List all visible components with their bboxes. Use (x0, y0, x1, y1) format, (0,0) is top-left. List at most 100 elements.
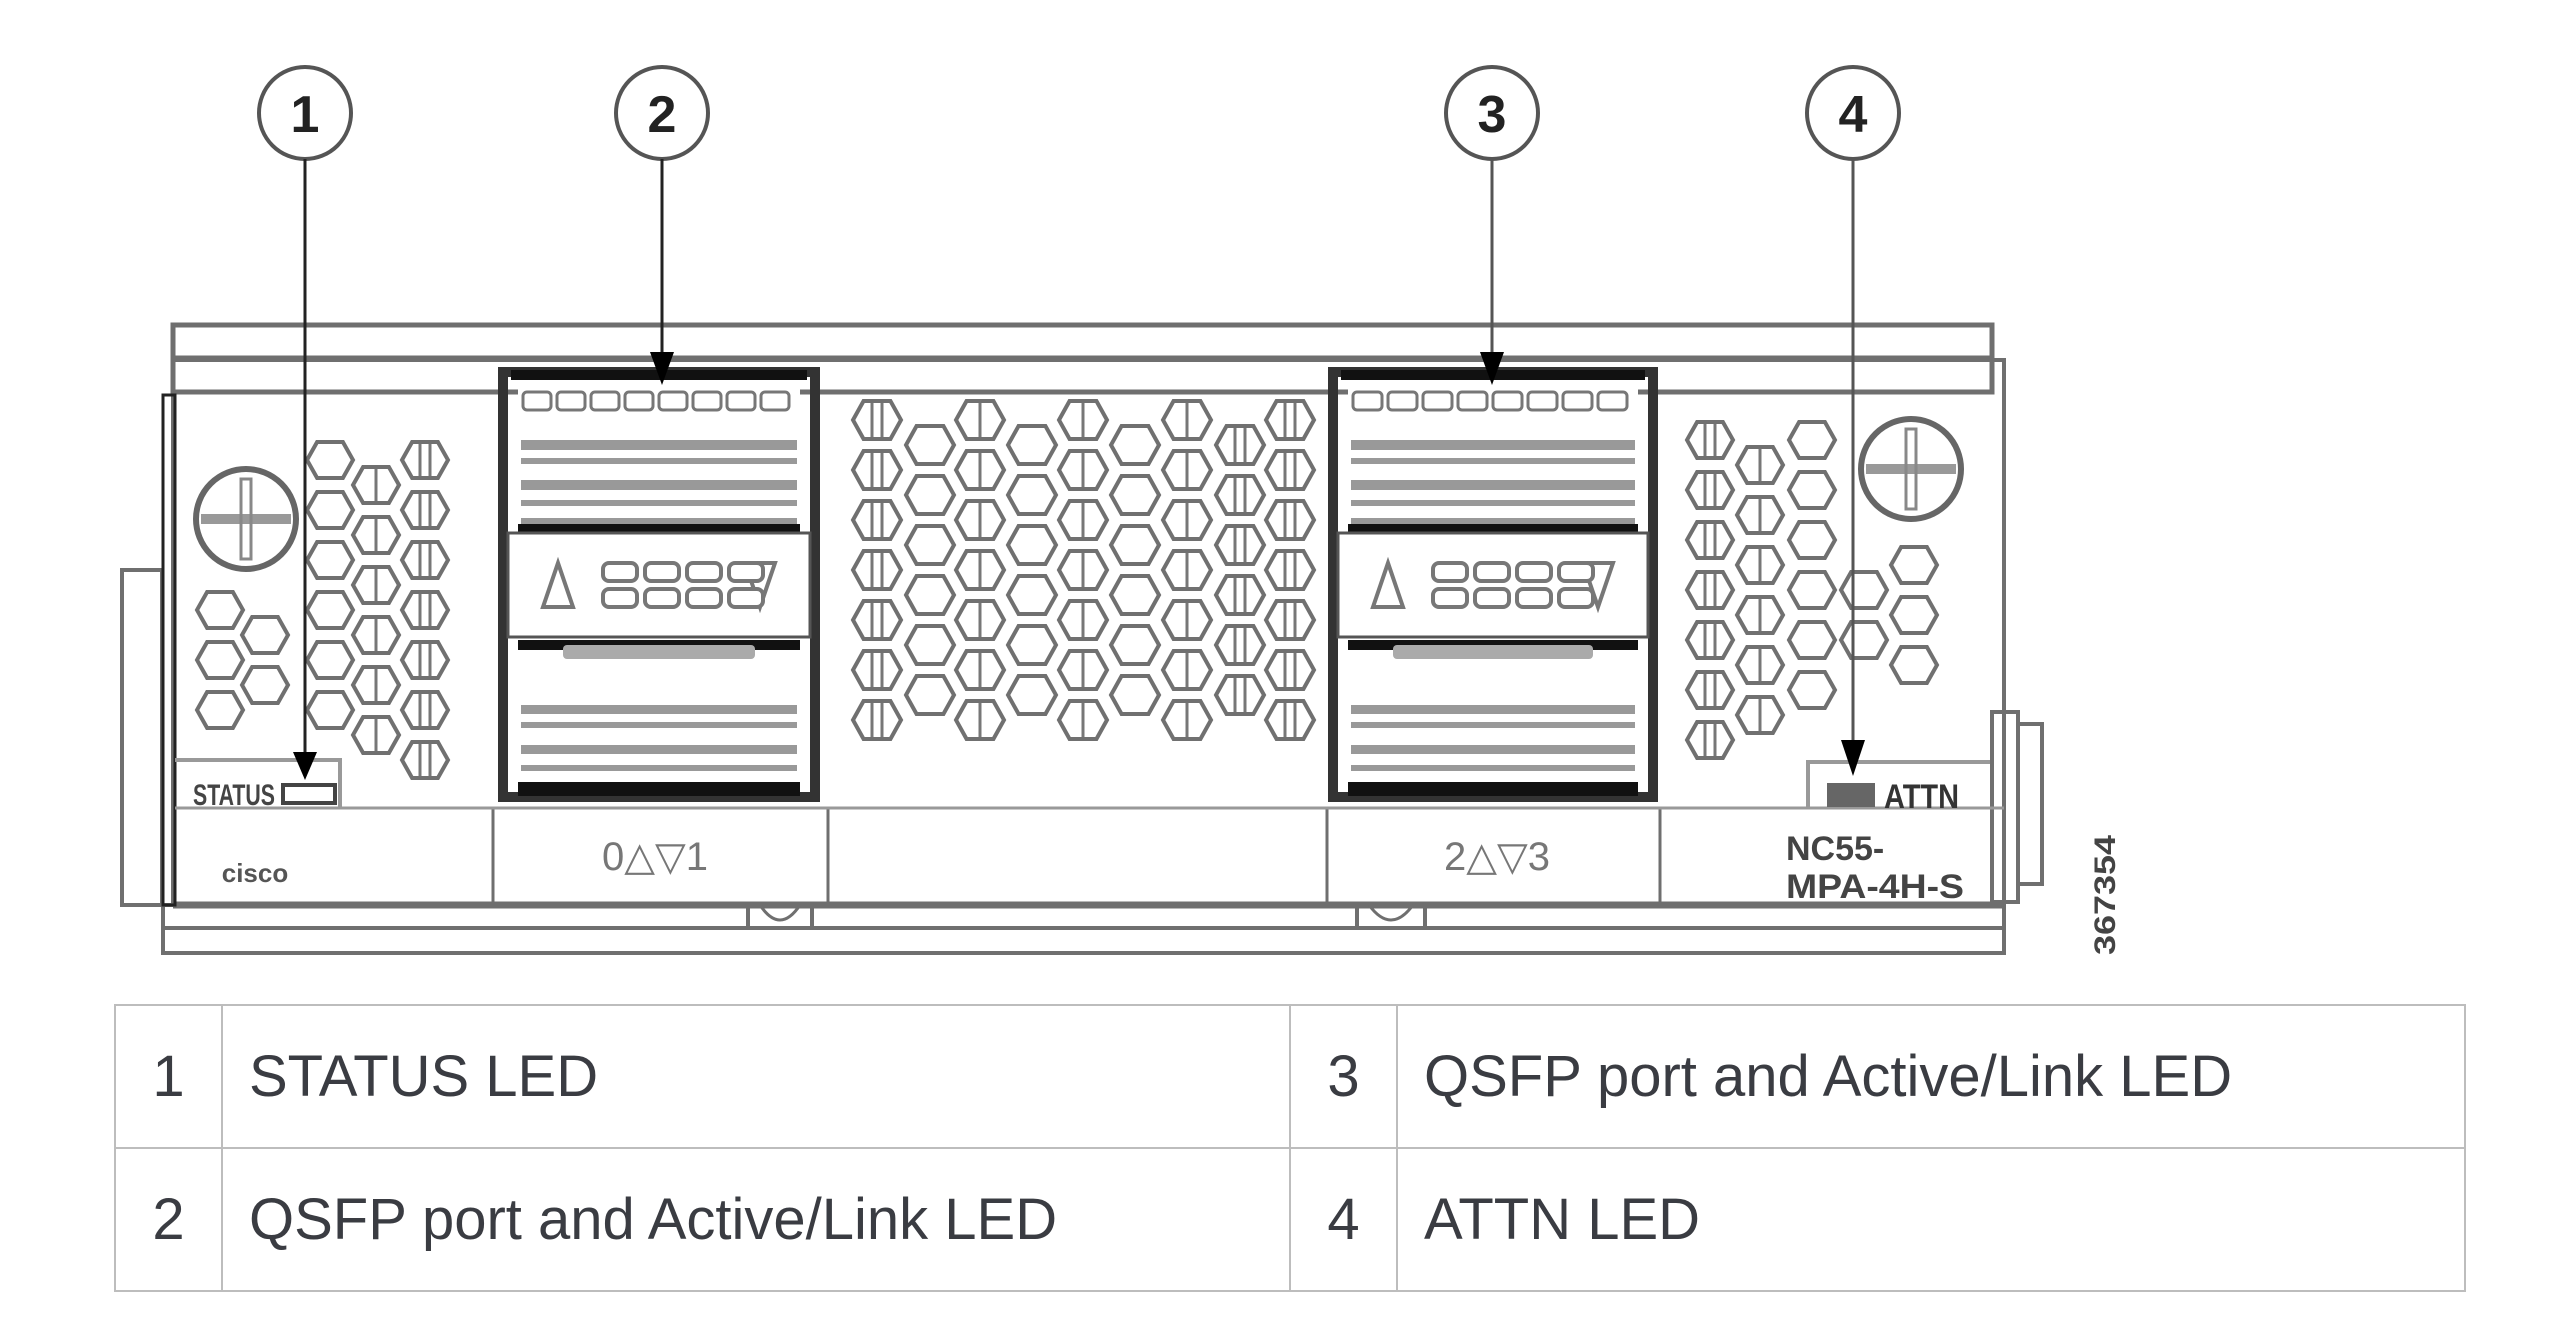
hex-vent (1786, 670, 1838, 710)
port-lower-latch (1393, 645, 1593, 659)
hex-vent (1786, 570, 1838, 610)
chassis-outline (120, 322, 2044, 955)
hex-vent (850, 649, 904, 691)
legend-row: 2 QSFP port and Active/Link LED 4 ATTN L… (114, 1147, 2466, 1292)
led-band (1336, 531, 1650, 639)
screw-slot-vertical (1904, 427, 1918, 511)
hex-vent (1684, 520, 1736, 560)
latch-curve (758, 904, 802, 922)
led-indicator (1431, 587, 1469, 609)
hex-vent (1213, 474, 1267, 516)
qsfp-ports (498, 367, 1658, 802)
hex-vent (1005, 674, 1059, 716)
hex-vent (1213, 424, 1267, 466)
led-indicator (727, 561, 765, 583)
panel-labels: STATUS cisco 0△▽1 2△▽3 ATTN NC55- MPA-4H… (193, 778, 2122, 955)
hex-vent (1263, 399, 1317, 441)
hex-vent (1684, 420, 1736, 460)
hex-vent (1213, 674, 1267, 716)
port-stripe (521, 745, 797, 754)
hex-vent (399, 540, 451, 580)
led-indicator (601, 561, 639, 583)
port-stripe (521, 440, 797, 450)
led-indicator (1473, 561, 1511, 583)
legend-number: 3 (1289, 1004, 1398, 1149)
hex-vent (1005, 424, 1059, 466)
port-contact (1561, 390, 1594, 412)
hex-vent (239, 615, 291, 655)
legend-description: ATTN LED (1396, 1147, 2466, 1292)
status-led (281, 783, 337, 805)
hex-vent (903, 474, 957, 516)
hex-vent (850, 549, 904, 591)
port-group-left-label: 0△▽1 (602, 835, 708, 879)
led-indicator (1473, 587, 1511, 609)
attn-label: ATTN (1884, 778, 1959, 816)
port-stripe (1351, 480, 1635, 490)
callout-2-number: 2 (648, 86, 677, 144)
callout-3-number: 3 (1478, 86, 1507, 144)
legend-description: STATUS LED (221, 1004, 1291, 1149)
hex-vent (850, 399, 904, 441)
port-stripe (521, 500, 797, 506)
led-indicator (1515, 587, 1553, 609)
callout-3: 3 (1444, 65, 1540, 385)
port-stripe (1351, 518, 1635, 528)
hex-vent (903, 574, 957, 616)
led-indicator (1557, 561, 1595, 583)
hex-vent (903, 624, 957, 666)
hex-vent (1838, 570, 1890, 610)
left-edge (161, 393, 177, 907)
hex-vent (1263, 549, 1317, 591)
hex-vent (903, 424, 957, 466)
port-stripe (1351, 440, 1635, 450)
hex-vent (1005, 624, 1059, 666)
hex-vent (903, 674, 957, 716)
led-indicator (1515, 561, 1553, 583)
screw-slot-vertical (239, 477, 253, 561)
hex-vent (1263, 699, 1317, 741)
model-label-line2: MPA-4H-S (1786, 868, 1964, 906)
link-led-down-icon (1580, 561, 1616, 614)
port-contact (1596, 390, 1629, 412)
hex-vent (304, 540, 356, 580)
port-stripe (521, 705, 797, 714)
port-group-right-label: 2△▽3 (1444, 835, 1550, 879)
port-stripe (521, 722, 797, 728)
active-led-up-icon (540, 556, 576, 609)
led-band (506, 531, 812, 639)
hex-vent (1786, 620, 1838, 660)
hex-vent (194, 690, 246, 730)
hex-vent (1005, 524, 1059, 566)
hex-vent (1263, 599, 1317, 641)
callout-1-number: 1 (291, 86, 320, 144)
port-stripe (521, 765, 797, 771)
port-contact (555, 390, 587, 412)
port-lower-latch (563, 645, 755, 659)
port-contact (623, 390, 655, 412)
port-upper-bottom (1348, 524, 1638, 532)
hex-vent (1108, 674, 1162, 716)
active-led-up-icon (1370, 556, 1406, 609)
hex-vent (1108, 624, 1162, 666)
hex-vent (1005, 574, 1059, 616)
callout-1: 1 (257, 65, 353, 780)
hex-vent (194, 640, 246, 680)
led-indicator (685, 561, 723, 583)
led-indicator (643, 561, 681, 583)
hex-vent (850, 599, 904, 641)
led-indicator (1557, 587, 1595, 609)
port-contact (691, 390, 723, 412)
port-stripe (1351, 500, 1635, 506)
port-contact (1491, 390, 1524, 412)
port-contact (657, 390, 689, 412)
hex-vent (1888, 545, 1940, 585)
legend-description: QSFP port and Active/Link LED (221, 1147, 1291, 1292)
hex-vent (1005, 474, 1059, 516)
hex-vent (1786, 420, 1838, 460)
legend-number: 2 (114, 1147, 223, 1292)
legend-description: QSFP port and Active/Link LED (1396, 1004, 2466, 1149)
status-area-outline (175, 758, 342, 808)
hex-vent (1684, 670, 1736, 710)
port-contact (1456, 390, 1489, 412)
